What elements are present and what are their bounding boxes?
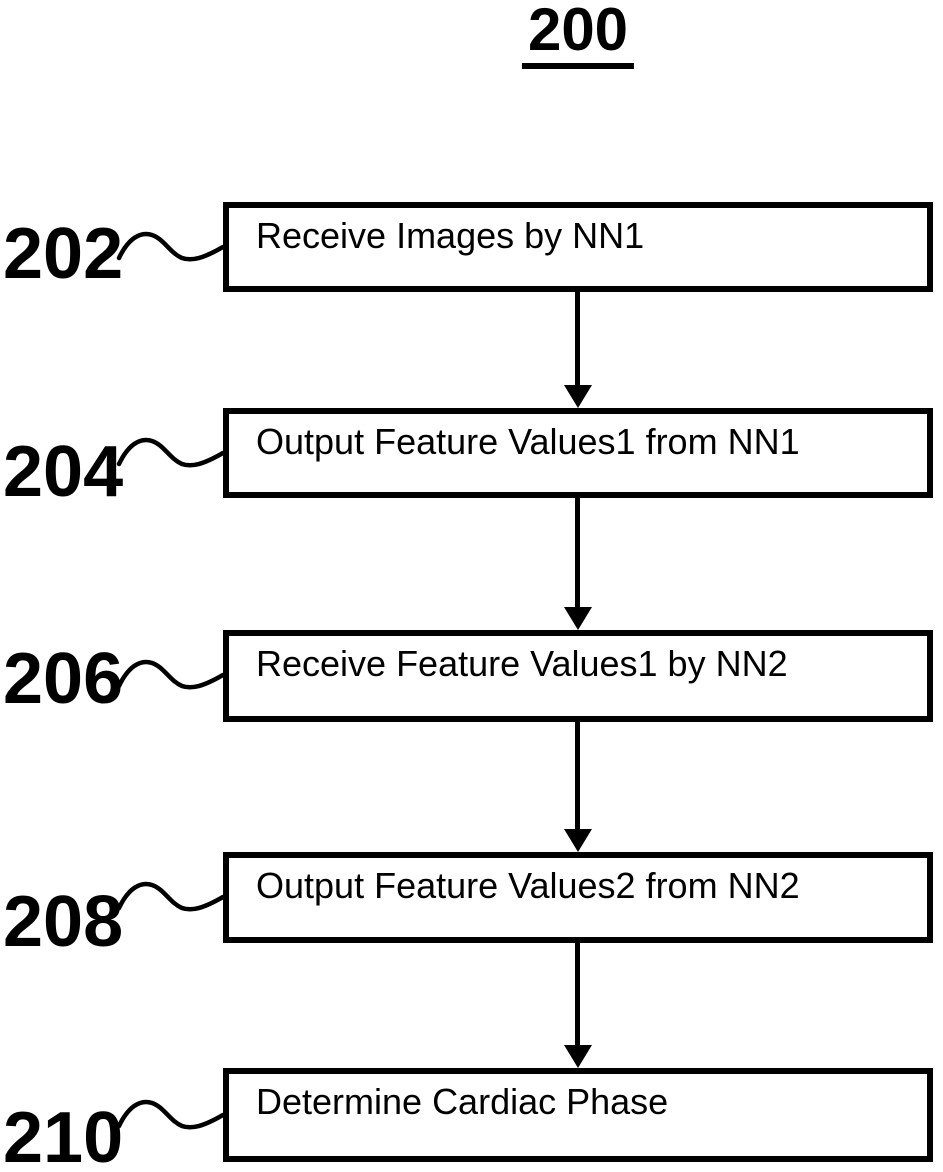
arrow-shaft [575, 290, 580, 390]
arrow-head [564, 829, 592, 852]
step-text: Determine Cardiac Phase [256, 1081, 669, 1122]
down-arrow-icon [563, 720, 593, 852]
squiggle-connector-icon [116, 659, 224, 690]
ref-label-204: 204 [3, 432, 124, 512]
arrow-head [564, 385, 592, 408]
down-arrow-icon [563, 290, 593, 408]
step-text: Output Feature Values2 from NN2 [256, 865, 800, 906]
process-box-determine-cardiac-phase: Determine Cardiac Phase [223, 1068, 933, 1162]
ref-label-208: 208 [3, 882, 124, 962]
squiggle-connector-icon [116, 881, 224, 912]
step-text: Output Feature Values1 from NN1 [256, 421, 800, 462]
ref-label-202: 202 [3, 214, 124, 294]
process-box-output-values1: Output Feature Values1 from NN1 [223, 408, 933, 498]
ref-label-210: 210 [3, 1098, 124, 1172]
squiggle-connector-icon [116, 437, 224, 468]
process-box-receive-images: Receive Images by NN1 [223, 202, 933, 292]
arrow-shaft [575, 720, 580, 834]
arrow-shaft [575, 941, 580, 1050]
step-text: Receive Feature Values1 by NN2 [256, 643, 788, 684]
arrow-head [564, 1045, 592, 1068]
down-arrow-icon [563, 941, 593, 1068]
squiggle-connector-icon [116, 231, 224, 262]
ref-label-206: 206 [3, 639, 124, 719]
step-text: Receive Images by NN1 [256, 215, 645, 256]
figure-number-title: 200 [521, 0, 635, 69]
arrow-head [564, 607, 592, 630]
process-box-receive-values1: Receive Feature Values1 by NN2 [223, 630, 933, 722]
down-arrow-icon [563, 496, 593, 630]
process-box-output-values2: Output Feature Values2 from NN2 [223, 852, 933, 943]
arrow-shaft [575, 496, 580, 612]
squiggle-connector-icon [116, 1099, 224, 1130]
